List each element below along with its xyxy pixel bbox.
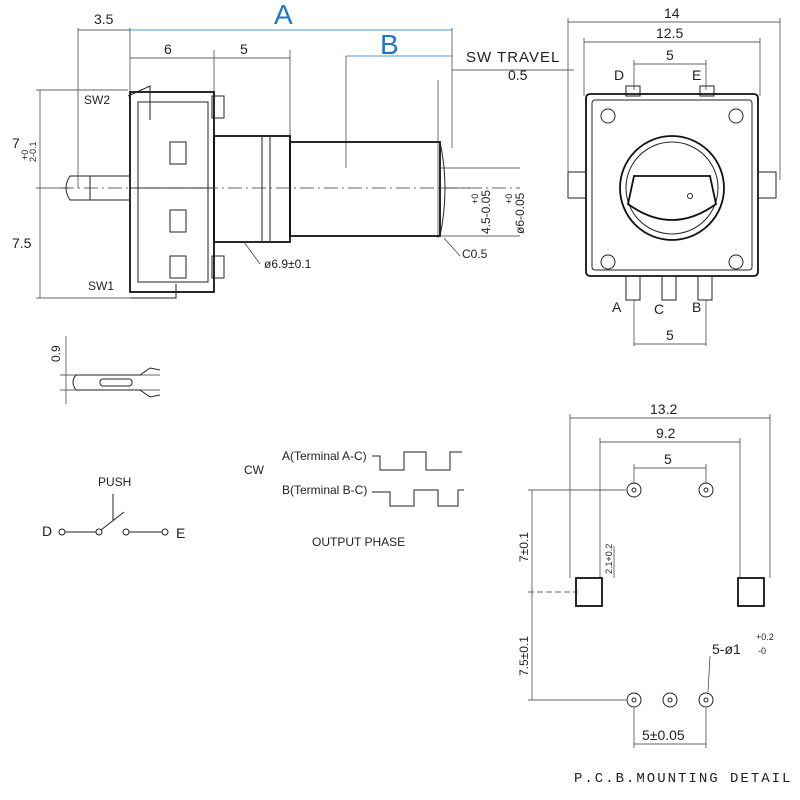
front-view: 14 12.5 5 D E A C B 5 [567,5,781,346]
pcb-dim-2-1: 2.1+0.2 [604,544,614,574]
hole-tol-low: -0 [758,646,766,656]
pin-detail: 0.9 [49,336,161,404]
pin-b-label: B [692,299,701,315]
pcb-dim-5-bottom: 5±0.05 [642,727,685,743]
output-phase-caption: OUTPUT PHASE [312,535,405,549]
pcb-dim-5-top: 5 [664,451,672,467]
dim-12-5: 12.5 [656,25,683,41]
dim-0-9: 0.9 [49,345,63,362]
terminal-e-label: E [176,525,185,541]
dim-7-5: 7.5 [12,235,32,251]
chamfer-label: C0.5 [462,247,488,261]
svg-text:+0: +0 [20,150,30,160]
sw-travel-label: SW TRAVEL [466,49,560,66]
sw1-label: SW1 [88,279,114,293]
output-phase: CW A(Terminal A-C) B(Terminal B-C) OUTPU… [244,449,464,549]
side-view: 3.5 A 6 5 B SW TRAVEL 0.5 7 +0 2-0.1 7.5… [12,0,574,299]
hole-spec: 5-ø1 [712,641,741,657]
dim-b-label: B [380,29,399,60]
pcb-mounting-detail: 13.2 9.2 5 7±0.1 7.5±0.1 2.1+0.2 [517,401,792,787]
sw-travel-value: 0.5 [508,67,528,83]
pcb-dim-7: 7±0.1 [517,532,531,562]
terminal-a-label: A(Terminal A-C) [282,449,367,463]
pin-c-label: C [654,301,664,317]
terminal-b-label: B(Terminal B-C) [282,483,367,497]
shaft-diameter: ø6.9±0.1 [264,257,312,271]
dim-14: 14 [664,5,680,21]
pcb-dim-13-2: 13.2 [650,401,677,417]
pin-a-label: A [612,299,622,315]
dim-4-5-tol: +0 [470,194,480,204]
dim-3-5: 3.5 [94,11,114,27]
dim-a-label: A [274,0,293,30]
dim-6: 6 [164,41,172,57]
dim-5-bottom: 5 [666,327,674,343]
dim-5: 5 [240,41,248,57]
cw-label: CW [244,463,265,477]
dim-6-dia: ø6-0.05 [513,192,527,234]
push-label: PUSH [98,475,131,489]
pin-e-label: E [692,67,701,83]
dim-4-5: 4.5-0.05 [479,190,493,234]
pcb-dim-9-2: 9.2 [656,425,676,441]
hole-tol: +0.2 [756,632,774,642]
svg-text:2-0.1: 2-0.1 [28,141,38,162]
sw2-label: SW2 [84,93,110,107]
pcb-dim-7-5: 7.5±0.1 [517,636,531,676]
pcb-caption: P.C.B.MOUNTING DETAIL [574,771,792,787]
switch-schematic: PUSH D E [42,475,185,541]
terminal-d-label: D [42,523,52,539]
dim-6-dia-tol: +0 [504,194,514,204]
dim-5-top: 5 [666,47,674,63]
dim-7: 7 [12,135,20,151]
pin-d-label: D [614,67,624,83]
